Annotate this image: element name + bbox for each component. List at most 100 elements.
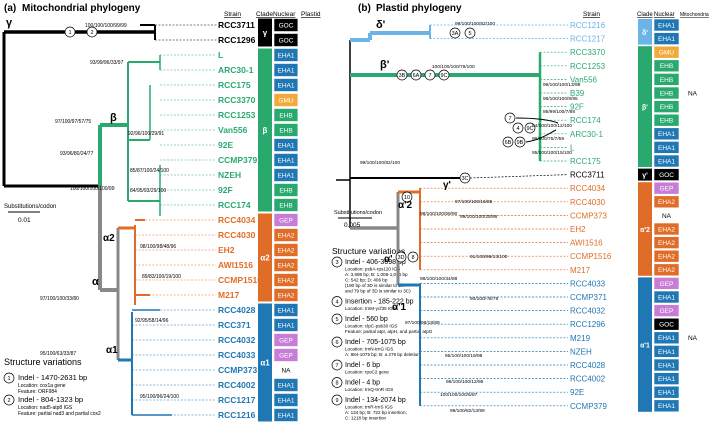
sv-legend-line: Location: trnM-ycf35 IGS xyxy=(345,306,396,311)
mito-cell xyxy=(679,290,706,304)
mito-cell xyxy=(679,317,706,331)
sv-title-a: Structure variations xyxy=(4,357,82,367)
nuclear-cell-text: EHA1 xyxy=(658,376,675,383)
strain-label: 92F xyxy=(570,103,584,112)
plastid-cell-text: α'2 xyxy=(306,277,315,284)
plastid-cell-text: β' xyxy=(308,112,313,119)
plastid-cell-text: α'1 xyxy=(306,307,315,314)
mito-cell xyxy=(679,168,706,181)
support-value: 100/100/100/6/87 xyxy=(440,392,478,398)
sv-legend-line: A: 3,698 bp; B: 1,008-1,016 bp xyxy=(345,272,408,277)
nuclear-cell-text: EHA1 xyxy=(658,335,675,342)
nuclear-cell-text: EHA1 xyxy=(658,145,675,152)
sv-legend-title: Indel - 6 bp xyxy=(345,362,380,369)
nuclear-cell-text: EHB xyxy=(660,104,673,111)
nuclear-cell xyxy=(653,385,680,399)
plastid-cell xyxy=(297,198,323,212)
clade-block-gamma xyxy=(258,18,272,47)
scale-label-b: Substitutions/codon xyxy=(334,210,382,216)
support-value: 95/100/96/24/100 xyxy=(140,394,179,400)
sv-legend-marker-num: 5 xyxy=(335,317,338,323)
nuclear-cell xyxy=(653,277,680,290)
support-value: 100/100/100/100/99 xyxy=(70,186,115,192)
plastid-cell xyxy=(297,18,323,32)
mito-cell-text: β xyxy=(691,63,695,70)
sv-legend-line: A: 134 bp; B: 722 bp insertion; xyxy=(345,410,407,415)
panel-b-label: (b) xyxy=(358,3,371,14)
strain-label: RCC3370 xyxy=(570,48,606,57)
sv-legend-marker xyxy=(331,336,343,348)
sv-marker-2 xyxy=(86,26,98,38)
nuclear-cell-text: GEP xyxy=(660,308,674,315)
sv-marker-3a-num: 3A xyxy=(452,31,459,37)
clade-block-betap-label: β' xyxy=(642,105,648,112)
strain-label: RCC1253 xyxy=(218,110,256,120)
nuclear-cell xyxy=(653,399,680,413)
nuclear-cell xyxy=(653,59,680,73)
sv-marker-8-num: 8 xyxy=(411,255,414,261)
sv-marker-10 xyxy=(401,191,413,203)
plastid-cell-text: β' xyxy=(308,187,313,194)
strain-label: EH2 xyxy=(570,225,586,234)
strain-label: RCC1217 xyxy=(218,395,256,405)
plastid-cell-text: β' xyxy=(308,52,313,59)
nuclear-cell xyxy=(653,236,680,249)
nuclear-cell xyxy=(653,45,680,59)
plastid-cell-text: α'2 xyxy=(306,247,315,254)
support-value: 93/96/80/24/77 xyxy=(60,151,94,157)
mito-cell xyxy=(679,73,706,86)
strain-label: RCC174 xyxy=(570,116,601,125)
strain-label: RCC371 xyxy=(218,320,251,330)
plastid-cell-text: α'1 xyxy=(306,37,315,44)
plastid-cell xyxy=(297,363,323,377)
plastid-cell xyxy=(297,123,323,137)
nuclear-cell xyxy=(653,290,680,304)
mito-cell-text: α1 xyxy=(689,362,697,369)
plastid-cell-text: γ' xyxy=(308,22,313,29)
sv-marker-5-num: 5 xyxy=(468,31,471,37)
mito-cell-text: α1 xyxy=(689,308,697,315)
mito-cell xyxy=(679,249,706,263)
nuclear-cell xyxy=(653,18,680,32)
clade-label-betap: β' xyxy=(380,59,390,71)
mito-cell-text: β xyxy=(691,50,695,57)
clade-block-gamma-label: γ xyxy=(263,29,268,38)
strain-label: AWI1516 xyxy=(218,260,253,270)
sv-legend-line: C: 1218 bp insertion xyxy=(345,416,387,421)
mito-cell xyxy=(679,345,706,358)
support-value: 95/100/100/19/98 xyxy=(445,353,483,359)
sv-marker-1-num: 1 xyxy=(68,30,71,36)
strain-label: RCC1216 xyxy=(218,410,256,420)
mito-cell-text: α2 xyxy=(689,254,697,261)
strain-label: ARC30-1 xyxy=(218,65,254,75)
nuclear-cell xyxy=(653,181,680,195)
nuclear-cell-text: EHA1 xyxy=(278,157,295,164)
mito-cell xyxy=(679,195,706,209)
strain-label: RCC1217 xyxy=(570,35,606,44)
support-value: 85/87/100/24/100 xyxy=(130,168,169,174)
support-value: 99/100/100/82/100 xyxy=(455,21,495,27)
plastid-cell xyxy=(297,273,323,287)
nuclear-cell-text: EHA1 xyxy=(658,349,675,356)
strain-label: CCMP373 xyxy=(570,211,607,220)
clade-label-beta: β xyxy=(110,112,117,124)
plastid-cell xyxy=(297,153,323,167)
nuclear-cell-text: NA xyxy=(281,367,291,374)
strain-label: CCMP1516 xyxy=(218,275,262,285)
panel-a-col-nuclear: Nuclear xyxy=(273,11,296,18)
mito-cell-text: α2 xyxy=(689,226,697,233)
sv-title-middle: Structure variations xyxy=(332,246,405,256)
sv-legend-marker xyxy=(331,377,343,388)
nuclear-cell-text: GMU xyxy=(278,97,293,104)
support-value: 98/100/100/8/95 xyxy=(543,96,578,102)
sv-marker-6b xyxy=(502,136,514,148)
strain-label: RCC4002 xyxy=(570,375,606,384)
support-value: 86/99/100/7/88 xyxy=(543,109,575,115)
mito-cell-text: β xyxy=(691,145,695,152)
nuclear-cell-text: EHA2 xyxy=(278,247,295,254)
gammap-tip-dash xyxy=(469,174,569,179)
nuclear-cell-text: EHA1 xyxy=(278,67,295,74)
plastid-cell xyxy=(297,318,323,332)
nuclear-cell xyxy=(653,168,680,181)
plastid-cell xyxy=(297,228,323,242)
